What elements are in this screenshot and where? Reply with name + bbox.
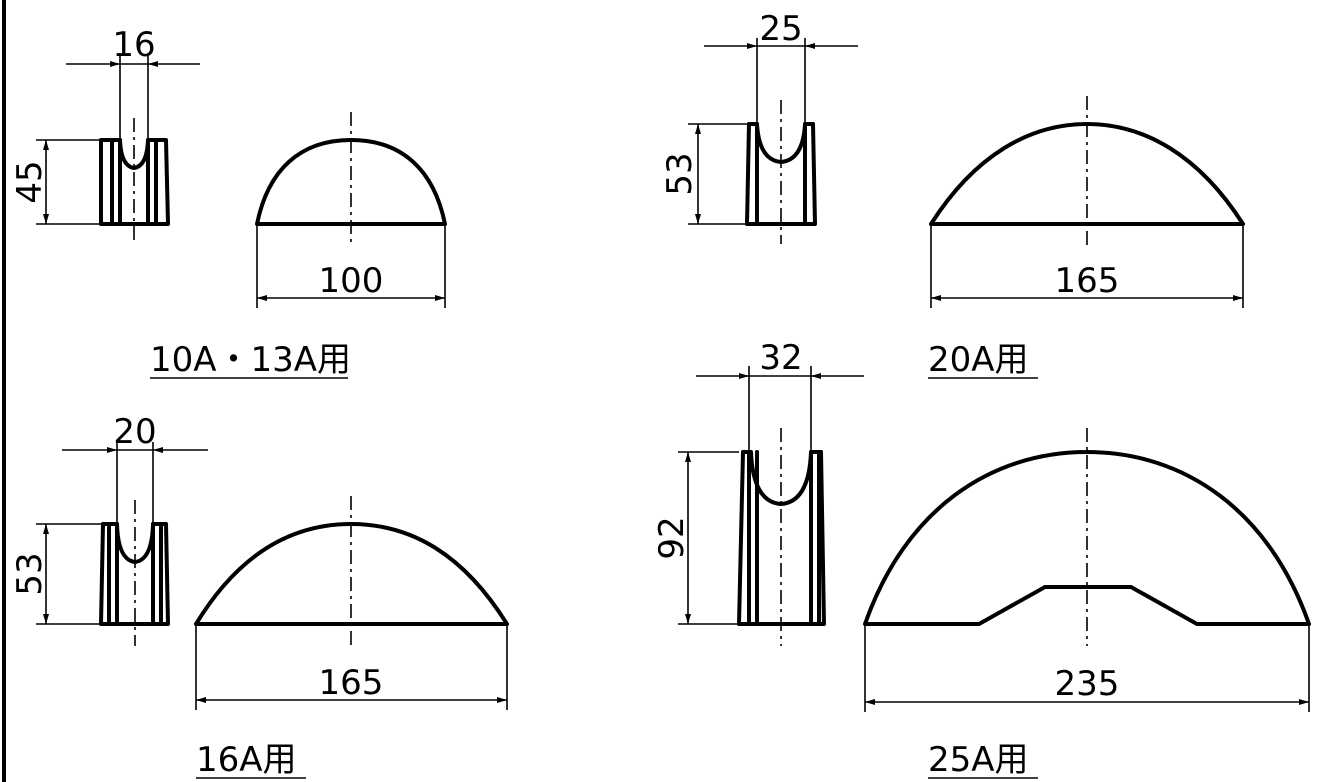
drawing-10a-13a: 16 45 100 10A・13A用 [10,25,447,380]
height-dimension: 53 [10,552,50,595]
caption: 20A用 [928,340,1029,380]
side-view: 16 45 [10,25,200,244]
length-dimension: 165 [1055,261,1120,301]
caption: 25A用 [928,740,1029,780]
height-dimension: 92 [652,516,692,559]
height-dimension: 45 [10,160,50,203]
drawing-20a: 25 53 165 20A用 [660,9,1245,380]
front-view: 235 [863,428,1311,712]
drawing-16a: 20 53 165 16A用 [10,412,509,780]
front-view: 165 [929,96,1245,308]
length-dimension: 100 [319,261,384,301]
side-view: 32 92 [652,338,864,646]
caption: 10A・13A用 [150,340,351,380]
length-dimension: 235 [1055,664,1120,704]
width-dimension: 20 [113,412,156,452]
front-view: 165 [194,496,509,710]
height-dimension: 53 [660,152,700,195]
width-dimension: 25 [759,9,802,49]
side-view: 20 53 [10,412,208,646]
length-dimension: 165 [319,663,384,703]
front-view: 100 [255,112,447,308]
width-dimension: 32 [759,338,802,378]
drawing-25a: 32 92 235 25A用 [652,338,1311,780]
width-dimension: 16 [112,25,155,65]
caption: 16A用 [196,740,297,780]
side-view: 25 53 [660,9,858,244]
